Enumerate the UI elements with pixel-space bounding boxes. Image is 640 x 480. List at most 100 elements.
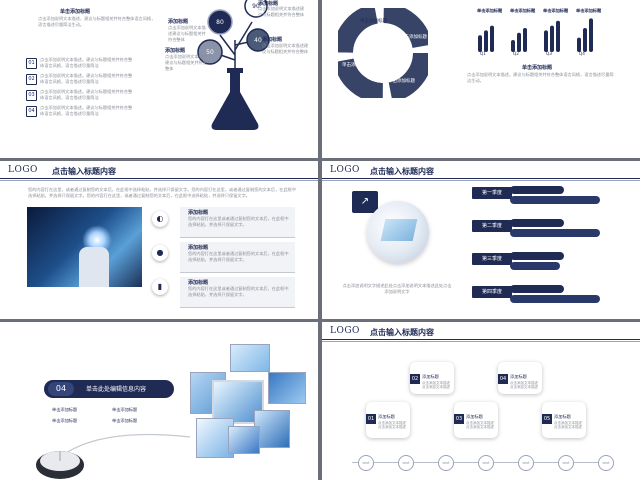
step-title: 添加标题 — [554, 414, 571, 419]
item-text: 点击添加说明文本描述，建议与标题相关并符合整体语言风格，语言描述尽量简洁 — [40, 89, 133, 100]
item-number: 03 — [26, 90, 37, 101]
quarter-name: 第一季度 — [472, 187, 512, 199]
slide-timeline-cards[interactable]: LOGO 点击输入标题内容 02 添加标题 点击添加文本描述点击添加文本描述 0… — [322, 322, 640, 480]
slide4-caption: 点击添加说明文字描述此处点击添加说明文本描述此处点击添加说明文字 — [342, 283, 452, 294]
step-number: 04 — [498, 374, 508, 384]
cycle-label: 单击添加标题 — [388, 77, 415, 84]
bubble-text: 点击添加说明文本描述建议与标题相关并符合整体 — [165, 54, 207, 71]
mouse-illustration — [36, 433, 191, 479]
title-divider-thin — [322, 341, 640, 342]
logo: LOGO — [8, 165, 38, 175]
bar-header: 单击添加标题 — [477, 8, 503, 13]
quarter-label: Q2 — [513, 51, 519, 56]
step-number: 03 — [454, 414, 464, 424]
flask-bubble — [197, 39, 223, 65]
bubble-value: 40 — [254, 37, 262, 44]
slide-quarter-targets[interactable]: LOGO 点击输入标题内容 ↗ 点击添加说明文字描述此处点击添加说明文本描述此处… — [322, 161, 640, 319]
timeline-node: text — [478, 455, 494, 471]
quarter-label: Q1 — [480, 51, 486, 56]
step-title: 添加标题 — [422, 374, 439, 379]
bar-header: 单击添加标题 — [510, 8, 536, 13]
bubble-title: 添加标题 — [262, 37, 283, 43]
list-item: 添加标题 您的内容打在这里或者通过复制您的文本后，在此框中选择粘贴，并选择只保留… — [180, 207, 295, 238]
quarter-bar — [556, 20, 560, 52]
done-label: 完成1300万 — [516, 241, 541, 246]
item-text: 点击添加说明文本描述，建议与标题相关并符合整体语言风格，语言描述尽量简洁 — [40, 105, 133, 116]
item-number: 04 — [26, 106, 37, 117]
done-bar: 完成1300万 — [510, 229, 600, 246]
banner-text: 单击此处编辑信息内容 — [86, 386, 147, 393]
flask-bubble — [244, 0, 268, 18]
step-number: 01 — [366, 414, 376, 424]
screen-thumb — [228, 426, 260, 454]
item-number: 01 — [26, 58, 37, 69]
bar-caption-text: 点击添加说明文本描述，建议与标题相关并符合整体语言风格，语言描述尽量简洁生动。 — [467, 72, 614, 83]
slide-photo-list[interactable]: LOGO 点击输入标题内容 您的内容打在这里，或者通过复制您的文本后，在此框中选… — [0, 161, 318, 319]
bullet-item: 单击添加标题 — [112, 418, 138, 423]
timeline-node: text — [358, 455, 374, 471]
slide1-header: 单击添加标题 — [60, 9, 91, 15]
bullet-item: 单击添加标题 — [52, 418, 78, 423]
bubble-title: 添加标题 — [258, 1, 279, 7]
slide-title: 点击输入标题内容 — [370, 167, 434, 176]
target-bar: 目标2000万 — [510, 285, 564, 302]
timeline-node: text — [438, 455, 454, 471]
step-card: 02 添加标题 点击添加文本描述点击添加文本描述 — [410, 362, 454, 394]
item-text: 点击添加说明文本描述，建议与标题相关并符合整体语言风格，语言描述尽量简洁 — [40, 57, 133, 68]
quarter-name: 第四季度 — [472, 286, 512, 298]
slide-title: 点击输入标题内容 — [370, 328, 434, 337]
quarter-name: 第三季度 — [472, 253, 512, 265]
slide-cycle-and-bars[interactable]: 单击添加标题 单击添加标题 单击添加标题 单击添加标题 单击添加标题 单击添加标… — [322, 0, 640, 158]
list-item-text: 您的内容打在这里或者通过复制您的文本后，在此框中选择粘贴，并选择只保留文字。 — [188, 216, 289, 227]
done-label: 完成2600万 — [516, 307, 541, 312]
tablet-screen — [380, 219, 418, 241]
slide-mouse-screens[interactable]: 04 单击此处编辑信息内容 单击添加标题 单击添加标题 单击添加标题 单击添加标… — [0, 322, 318, 480]
bubble-title: 添加标题 — [168, 19, 189, 25]
step-text: 点击添加文本描述点击添加文本描述 — [422, 381, 450, 389]
list-item-title: 添加标题 — [188, 280, 209, 286]
step-number: 05 — [542, 414, 552, 424]
quarter-bar — [583, 28, 587, 52]
banner-number: 04 — [48, 382, 74, 396]
flask-bubble — [246, 28, 270, 52]
quarter-bar — [490, 25, 494, 52]
flask-illustration: 80 90 40 50 — [197, 0, 270, 130]
quarter-bar — [589, 18, 593, 52]
title-divider — [322, 339, 640, 340]
bar-caption-title: 单击添加标题 — [522, 65, 553, 71]
title-divider-thin — [322, 180, 640, 181]
item-text: 点击添加说明文本描述，建议与标题相关并符合整体语言风格，语言描述尽量简洁 — [40, 73, 133, 84]
timeline-node: text — [598, 455, 614, 471]
bar-header: 单击添加标题 — [576, 8, 602, 13]
slide-flask-infographic[interactable]: 单击添加标题 点击添加说明文本描述，建议与标题相关并符合整体语言风格，语言描述尽… — [0, 0, 318, 158]
step-title: 添加标题 — [510, 374, 527, 379]
step-text: 点击添加文本描述点击添加文本描述 — [510, 381, 538, 389]
step-card: 01 添加标题 点击添加文本描述点击添加文本描述 — [366, 402, 410, 438]
done-bar: 完成1000万 — [510, 262, 560, 279]
timeline-node: text — [558, 455, 574, 471]
target-bar: 目标1000万 — [510, 219, 564, 236]
quarter-bar — [544, 30, 548, 52]
cycle-label: 单击添加标题 — [342, 61, 369, 68]
chart-line-icon: ↗ — [352, 191, 378, 213]
quarter-bar — [577, 37, 581, 52]
timeline-node: text — [398, 455, 414, 471]
done-label: 完成1000万 — [516, 208, 541, 213]
step-title: 添加标题 — [378, 414, 395, 419]
screen-thumb — [196, 418, 234, 458]
bubble-title: 添加标题 — [165, 48, 186, 54]
step-card: 05 添加标题 点击添加文本描述点击添加文本描述 — [542, 402, 586, 438]
bubble-text: 点击添加说明文本描述建议与标题相关并符合整体 — [168, 25, 206, 42]
business-photo — [27, 207, 142, 287]
quarter-bar — [511, 40, 515, 52]
chart-icon: ▮ — [152, 279, 168, 295]
cycle-label: 单击添加标题 — [360, 17, 387, 24]
list-item: 添加标题 您的内容打在这里或者通过复制您的文本后，在此框中选择粘贴，并选择只保留… — [180, 242, 295, 273]
hand-tablet-image — [367, 201, 429, 263]
bubble-text: 点击添加说明文本描述建议与标题相关并符合整体 — [258, 6, 305, 17]
done-bar: 完成1000万 — [510, 196, 600, 213]
quarter-label: Q4 — [579, 51, 585, 56]
step-card: 03 添加标题 点击添加文本描述点击添加文本描述 — [454, 402, 498, 438]
person-silhouette — [79, 247, 109, 287]
cycle-label: 单击添加标题 — [400, 33, 427, 40]
